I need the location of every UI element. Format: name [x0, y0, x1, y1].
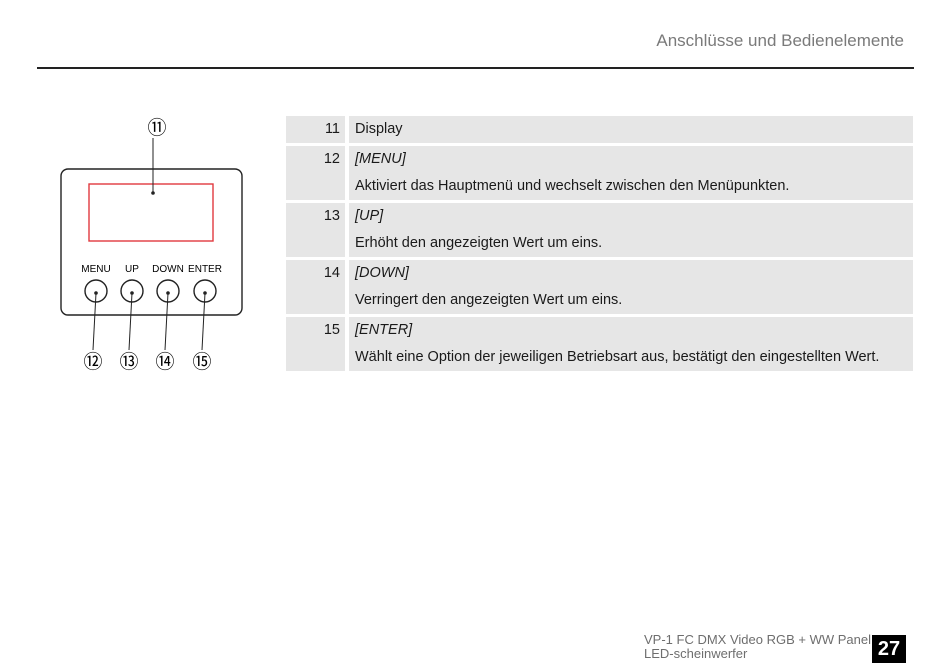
item-cell: [MENU] Aktiviert das Hauptmenü und wechs… [349, 146, 913, 200]
callout-15: ⑮ [192, 351, 211, 373]
page-number: 27 [872, 635, 906, 663]
item-description: Aktiviert das Hauptmenü und wechselt zwi… [355, 178, 790, 194]
callout-11: ⑪ [147, 117, 166, 139]
footer-product: VP-1 FC DMX Video RGB + WW Panel LED-sch… [644, 633, 871, 661]
item-cell: [UP] Erhöht den angezeigten Wert um eins… [349, 203, 913, 257]
item-cell: [DOWN] Verringert den angezeigten Wert u… [349, 260, 913, 314]
controls-table: 11 Display 12 [MENU] Aktiviert das Haupt… [286, 113, 913, 374]
table-row: 13 [UP] Erhöht den angezeigten Wert um e… [286, 203, 913, 257]
item-number: 15 [286, 317, 349, 371]
item-number: 11 [286, 116, 349, 143]
section-title: Anschlüsse und Bedienelemente [656, 31, 904, 50]
item-number: 14 [286, 260, 349, 314]
table-row: 12 [MENU] Aktiviert das Hauptmenü und we… [286, 146, 913, 200]
display-window [88, 183, 214, 242]
item-name: [DOWN] [355, 265, 409, 281]
callout-14: ⑭ [155, 351, 174, 373]
item-number: 13 [286, 203, 349, 257]
footer-product-type: LED-scheinwerfer [644, 646, 748, 661]
item-description: Verringert den angezeigten Wert um eins. [355, 292, 623, 308]
display-leader-dot [151, 191, 155, 195]
item-cell: [ENTER] Wählt eine Option der jeweiligen… [349, 317, 913, 371]
item-name: Display [355, 121, 403, 137]
callout-12: ⑫ [83, 351, 102, 373]
button-label-enter: ENTER [188, 264, 222, 275]
item-cell: Display [349, 116, 913, 143]
item-number: 12 [286, 146, 349, 200]
item-name: [ENTER] [355, 322, 413, 338]
table-row: 15 [ENTER] Wählt eine Option der jeweili… [286, 317, 913, 371]
panel-outline [60, 168, 243, 316]
item-name: [UP] [355, 208, 384, 224]
item-description: Erhöht den angezeigten Wert um eins. [355, 235, 603, 251]
item-description: Wählt eine Option der jeweiligen Betrieb… [355, 349, 880, 365]
table-row: 14 [DOWN] Verringert den angezeigten Wer… [286, 260, 913, 314]
header-divider [37, 67, 914, 69]
button-label-down: DOWN [152, 264, 184, 275]
footer-product-name: VP-1 FC DMX Video RGB + WW Panel [644, 632, 871, 647]
callout-13: ⑬ [119, 351, 138, 373]
button-label-up: UP [125, 264, 139, 275]
button-label-menu: MENU [81, 264, 110, 275]
table-row: 11 Display [286, 116, 913, 143]
control-panel-diagram: ⑪ MENU UP DOWN ENTER ⑫ ⑬ ⑭ ⑮ [55, 112, 255, 382]
item-name: [MENU] [355, 151, 406, 167]
